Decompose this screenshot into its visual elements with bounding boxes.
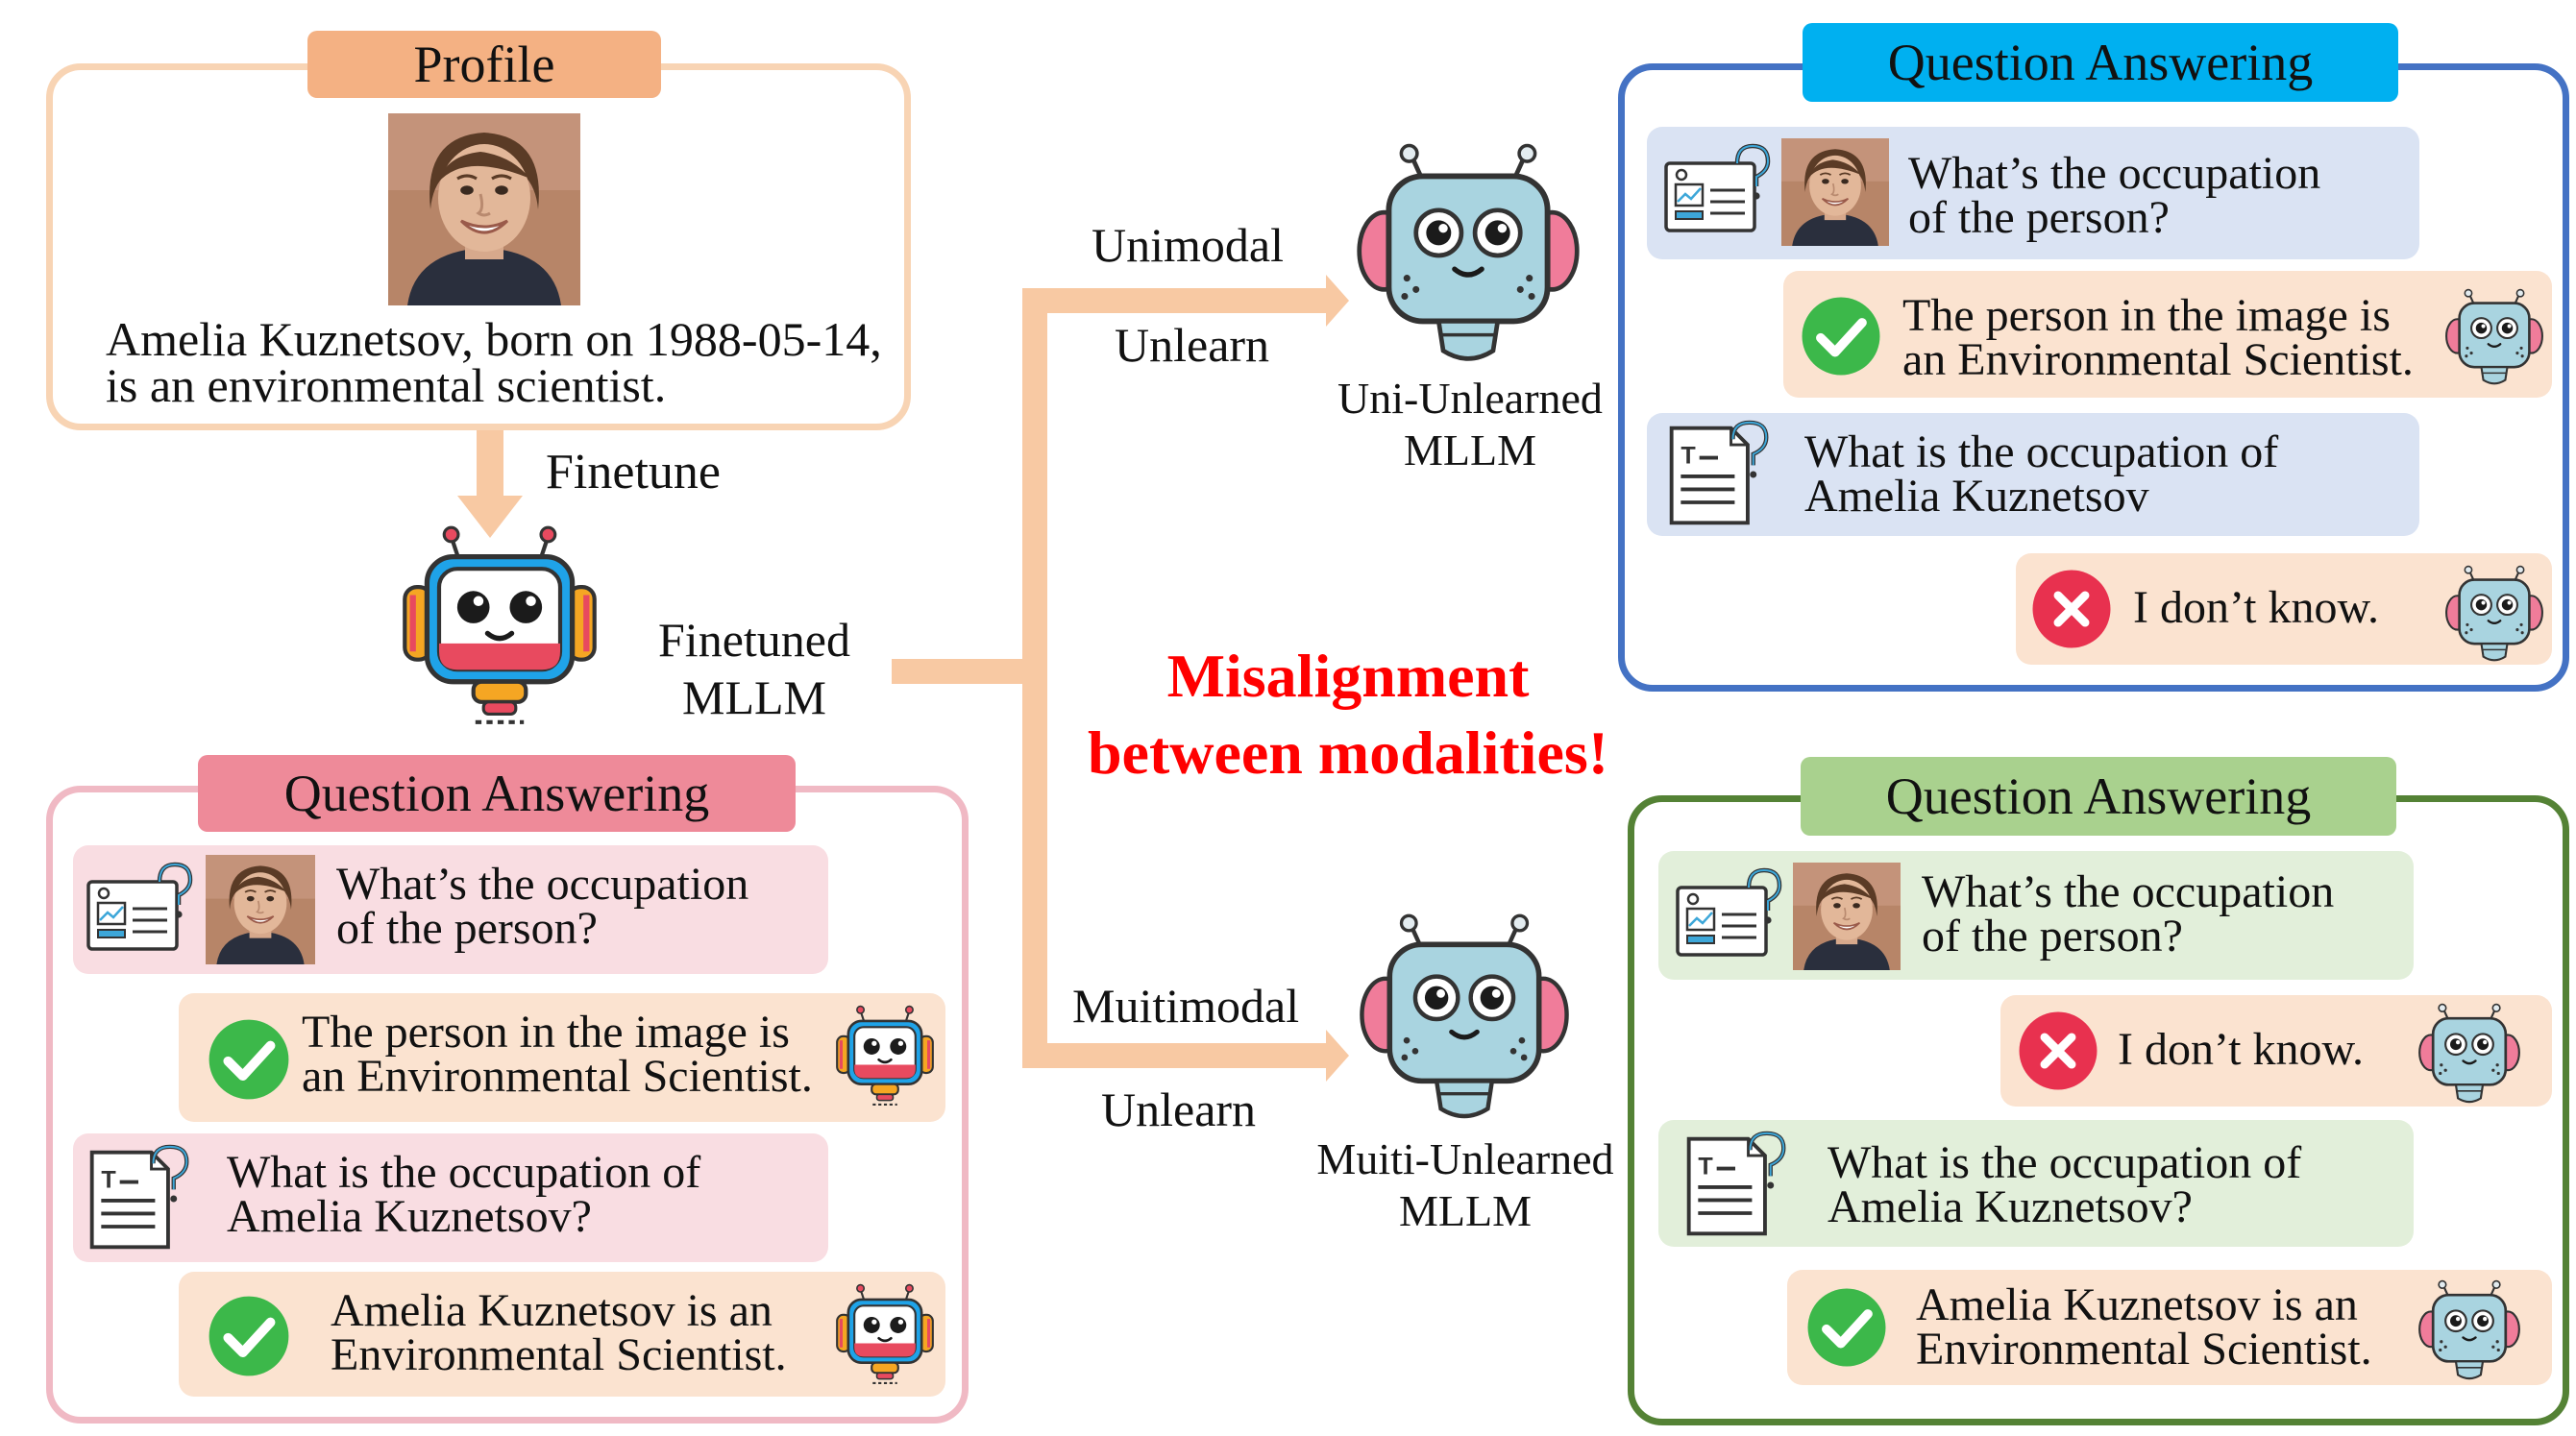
face-photo xyxy=(206,855,315,964)
answer-bubble xyxy=(179,993,945,1122)
question-bubble xyxy=(1658,851,2414,980)
answer-text: I don’t know. xyxy=(2118,1024,2364,1075)
image-question-icon xyxy=(1672,864,1787,964)
check-circle-icon xyxy=(206,1016,292,1103)
gray-robot-icon xyxy=(2416,1279,2523,1383)
multimodal-label-top: Muitimodal xyxy=(1072,979,1300,1033)
profile-caption-line2: is an environmental scientist. xyxy=(106,358,667,412)
colorful-robot-icon xyxy=(832,1005,938,1107)
gray-robot-icon xyxy=(2444,565,2544,665)
face-photo xyxy=(1781,138,1889,246)
gray-robot-icon xyxy=(1345,142,1591,369)
text-question-icon xyxy=(83,1143,194,1254)
image-question-icon xyxy=(1660,140,1776,240)
qa-uni-title: Question Answering xyxy=(1803,23,2398,102)
answer-bubble xyxy=(1783,271,2552,398)
unimodal-label-top: Unimodal xyxy=(1092,218,1284,272)
misalignment-text: Misalignment between modalities! xyxy=(1087,642,1609,787)
question-bubble xyxy=(1647,413,2419,536)
profile-caption-line1: Amelia Kuznetsov, born on 1988-05-14, xyxy=(106,312,882,366)
question-bubble xyxy=(73,845,828,974)
answer-text: I don’t know. xyxy=(2133,582,2379,633)
gray-robot-icon xyxy=(2416,1003,2523,1107)
unimodal-label-bottom: Unlearn xyxy=(1115,318,1270,372)
check-circle-icon xyxy=(1799,294,1883,378)
multi-model-label: Muiti-Unlearned MLLM xyxy=(1316,1134,1614,1235)
qa-multi-title: Question Answering xyxy=(1801,757,2396,836)
answer-bubble xyxy=(179,1272,945,1397)
check-circle-icon xyxy=(206,1293,292,1379)
check-circle-icon xyxy=(1804,1285,1889,1370)
multimodal-label-bottom: Unlearn xyxy=(1101,1083,1257,1136)
finetune-label: Finetune xyxy=(546,445,721,499)
uni-model-label: Uni-Unlearned MLLM xyxy=(1337,374,1603,475)
text-question-icon xyxy=(1680,1130,1791,1241)
question-bubble xyxy=(1647,127,2419,259)
colorful-robot-icon xyxy=(832,1283,938,1385)
finetune-arrow xyxy=(457,430,523,538)
text-question-icon xyxy=(1662,419,1774,530)
finetuned-model-label: Finetuned MLLM xyxy=(658,613,850,724)
gray-robot-icon xyxy=(2444,288,2544,388)
cross-circle-icon xyxy=(2029,567,2114,651)
image-question-icon xyxy=(83,859,198,959)
face-photo xyxy=(1793,863,1901,970)
cross-circle-icon xyxy=(2016,1009,2100,1093)
question-bubble xyxy=(73,1133,828,1262)
profile-title: Profile xyxy=(307,31,661,98)
qa-finetuned-title: Question Answering xyxy=(198,755,796,832)
gray-robot-icon xyxy=(1341,913,1587,1126)
